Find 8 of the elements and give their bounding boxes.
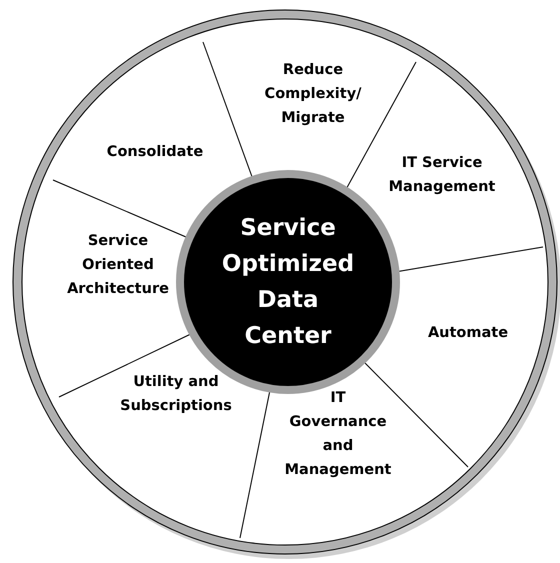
segment-label: IT Governance and Management: [280, 386, 396, 482]
segment-label: Service Oriented Architecture: [53, 229, 183, 301]
segment-label: Utility and Subscriptions: [116, 370, 236, 418]
segment-label: Automate: [418, 321, 518, 345]
center-title: Service Optimized Data Center: [220, 214, 356, 351]
segment-label: Consolidate: [90, 140, 220, 164]
segment-label: Reduce Complexity/ Migrate: [253, 58, 373, 130]
segment-label: IT Service Management: [372, 151, 512, 199]
